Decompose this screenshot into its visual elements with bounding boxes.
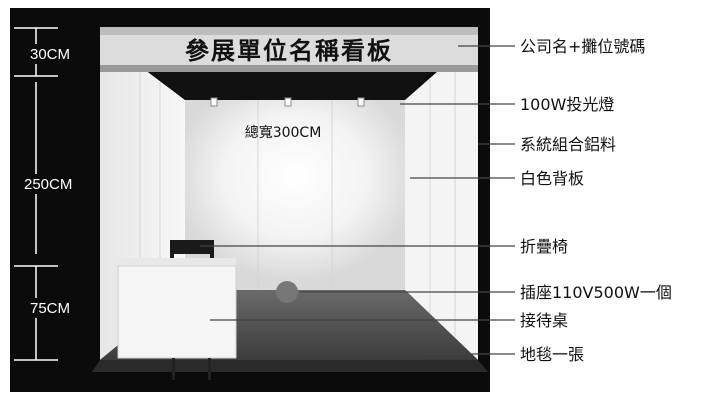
spotlight-icon <box>357 97 365 107</box>
desk-leg <box>172 358 175 380</box>
spotlights <box>210 97 365 107</box>
desk-leg <box>208 358 211 380</box>
callout-aluminum: 系統組合鋁料 <box>520 135 616 154</box>
fascia-bottom-rail <box>100 65 478 72</box>
callout-backboard: 白色背板 <box>520 169 584 188</box>
desk-height-label: 75CM <box>30 300 70 317</box>
desk-top <box>110 258 236 266</box>
fascia-height-label: 30CM <box>30 46 70 63</box>
carpet-edge <box>92 360 488 372</box>
reception-desk <box>117 265 237 359</box>
callout-carpet: 地毯一張 <box>520 345 584 364</box>
wall-height-label: 250CM <box>24 176 72 193</box>
right-wall <box>405 36 478 360</box>
fascia-board <box>100 35 478 65</box>
callout-company: 公司名+攤位號碼 <box>520 37 645 56</box>
callout-desk: 接待桌 <box>520 311 568 330</box>
callout-socket: 插座110V500W一個 <box>520 283 672 302</box>
callout-chair: 折疊椅 <box>520 237 568 256</box>
spotlight-icon <box>284 97 292 107</box>
ceiling-band <box>150 72 430 100</box>
folding-chair <box>170 240 214 254</box>
socket-icon <box>276 281 298 303</box>
sign-title: 參展單位名稱看板 <box>185 37 393 65</box>
dim-label-bg <box>28 44 76 64</box>
dim-label-bg <box>28 298 76 318</box>
fascia-top-rail <box>100 27 478 35</box>
dim-label-bg <box>22 174 84 194</box>
spotlight-icon <box>210 97 218 107</box>
callout-spotlight: 100W投光燈 <box>520 95 614 114</box>
callout-lines <box>200 45 515 355</box>
width-label: 總寬300CM <box>245 124 322 141</box>
